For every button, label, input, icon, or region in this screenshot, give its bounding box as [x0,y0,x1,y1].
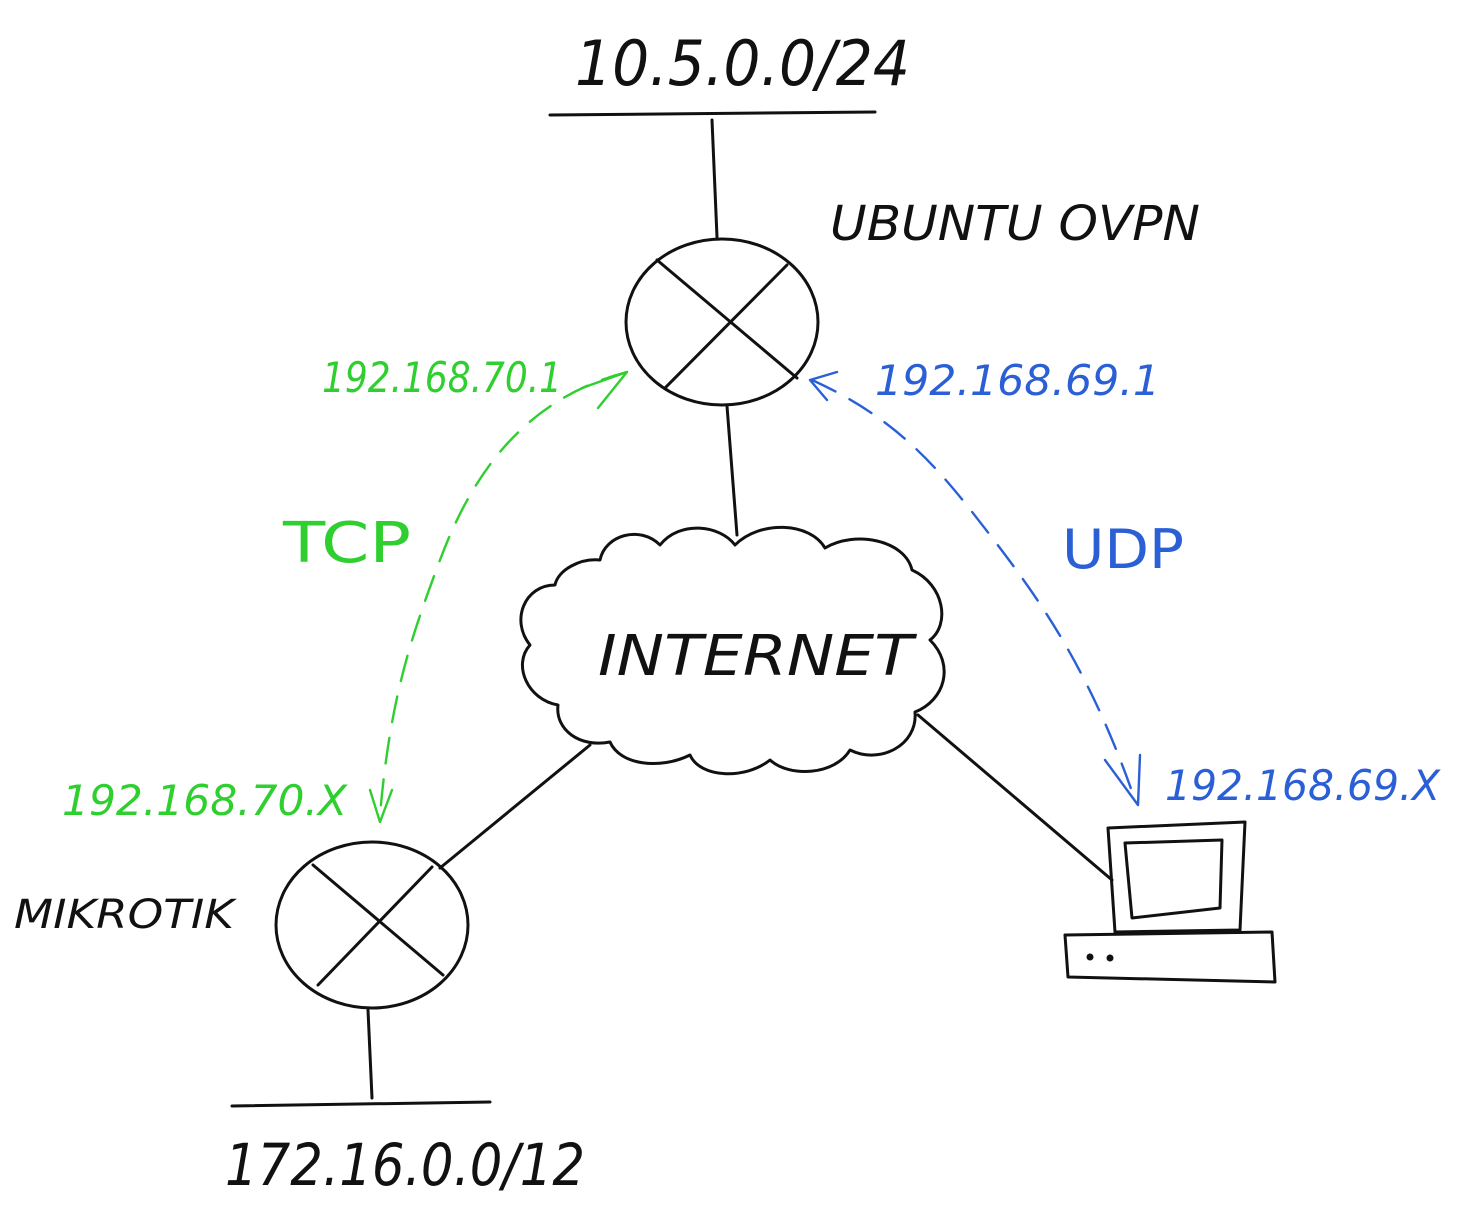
internet-cloud: INTERNET [519,525,946,776]
bottom-network-bus [230,1100,492,1108]
tcp-tunnel-path [378,370,629,817]
udp-client-ip: 192.168.69.X [1165,761,1441,810]
top-network-label: 10.5.0.0/24 [575,27,910,100]
udp-tunnel: UDP 192.168.69.1 192.168.69.X [808,356,1441,810]
udp-protocol-label: UDP [1062,518,1184,581]
cloud-icon [519,525,946,776]
router-cross-line [316,865,434,987]
udp-server-ip: 192.168.69.1 [875,356,1160,405]
router-symbol-icon [624,237,820,407]
tcp-arrow-head-server [580,370,629,410]
udp-arrow-head-client [1103,753,1142,807]
mikrotik-label: MIKROTIK [14,892,237,938]
top-network: 10.5.0.0/24 [548,27,910,239]
client-computer [1063,820,1277,984]
top-network-uplink [710,118,719,239]
tcp-tunnel: TCP 192.168.70.1 192.168.70.X [62,353,629,825]
server-label: UBUNTU OVPN [830,196,1200,252]
bottom-network-label: 172.16.0.0/12 [225,1131,585,1199]
power-led [1086,953,1094,961]
computer-base [1063,930,1277,984]
power-led [1106,954,1114,962]
internet-label: INTERNET [598,624,917,689]
tcp-protocol-label: TCP [282,511,411,576]
server-to-internet-link [725,404,739,537]
tcp-arrow-head-client [368,788,394,824]
udp-arrow-head-server [808,370,839,402]
bottom-network-uplink [366,1008,374,1100]
udp-tunnel-path [810,378,1137,802]
tcp-server-ip: 192.168.70.1 [322,353,562,402]
internet-to-mikrotik-link [438,743,592,870]
ubuntu-ovpn-router: UBUNTU OVPN [624,196,1200,407]
desktop-computer-icon [1106,820,1247,934]
router-cross-line [655,258,799,380]
internet-to-computer-link [916,713,1114,882]
mikrotik-router: MIKROTIK [14,840,470,1010]
router-cross-line [311,863,445,977]
monitor-screen [1123,838,1224,920]
top-network-bus [548,110,877,117]
bottom-network: 172.16.0.0/12 [225,1008,585,1199]
tcp-client-ip: 192.168.70.X [62,776,348,825]
router-cross-line [663,263,789,390]
router-symbol-icon [274,840,470,1010]
